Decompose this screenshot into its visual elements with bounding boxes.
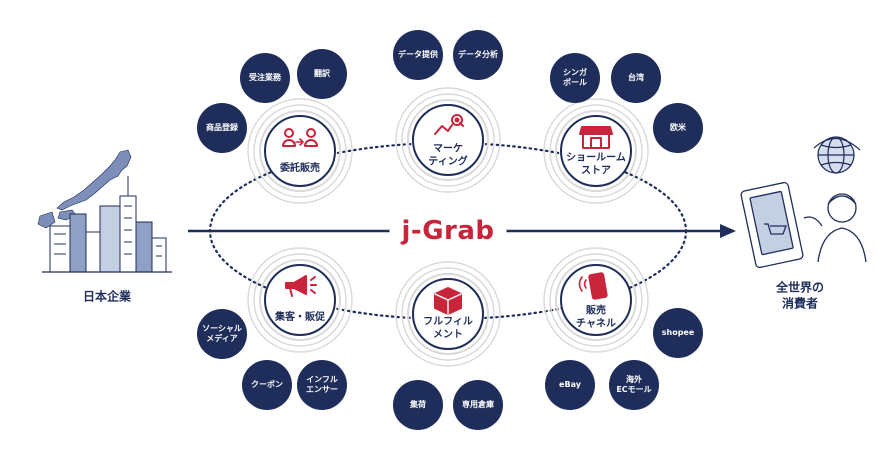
hub-ring xyxy=(407,273,489,355)
hub-ring xyxy=(259,259,341,341)
hub-ring xyxy=(401,267,495,361)
brand-logo: j-Grab xyxy=(389,216,507,246)
hub-circle-marketing xyxy=(412,104,484,176)
hub-ring xyxy=(401,93,495,187)
city-skyline-icon xyxy=(42,176,172,273)
hub-ring xyxy=(543,247,649,353)
hub-ring xyxy=(259,110,341,192)
service-bubble xyxy=(453,30,503,80)
hub-ring xyxy=(549,104,643,198)
hub-circle-sales xyxy=(560,264,632,336)
japan-company-illustration xyxy=(37,149,172,273)
service-bubble xyxy=(297,360,347,410)
service-bubble xyxy=(453,380,503,430)
hub-circle-showroom xyxy=(560,115,632,187)
service-bubble xyxy=(240,53,290,103)
hub-ring xyxy=(395,261,501,367)
hub-ring xyxy=(253,253,347,347)
hub-ring xyxy=(247,98,353,204)
hub-ring xyxy=(395,87,501,193)
person-icon xyxy=(803,193,867,263)
hub-ring xyxy=(543,98,649,204)
hub-ring xyxy=(555,110,637,192)
service-bubble xyxy=(393,380,443,430)
storefront-icon xyxy=(579,126,613,149)
service-bubble xyxy=(297,49,347,99)
global-consumer-illustration xyxy=(740,136,867,269)
hub-ring xyxy=(555,259,637,341)
hub-circle-consign xyxy=(264,115,336,187)
people-transfer-icon xyxy=(282,128,318,147)
service-bubble xyxy=(393,30,443,80)
service-bubble xyxy=(653,308,703,358)
hub-ring xyxy=(407,99,489,181)
service-bubble xyxy=(197,103,247,153)
hub-ring xyxy=(247,247,353,353)
service-bubble xyxy=(545,360,595,410)
hub-circle-attract xyxy=(264,264,336,336)
japan-map-icon xyxy=(37,149,132,229)
megaphone-icon xyxy=(285,275,317,297)
service-bubble xyxy=(611,53,661,103)
service-bubble xyxy=(653,103,703,153)
hub-ring xyxy=(549,253,643,347)
tablet-shopping-icon xyxy=(740,181,804,269)
globe-icon xyxy=(813,136,861,174)
service-bubble xyxy=(242,360,292,410)
service-bubble xyxy=(197,309,247,359)
service-bubble xyxy=(550,53,600,103)
flow-arrow-head xyxy=(720,224,736,238)
package-icon xyxy=(434,287,462,315)
hub-ring xyxy=(253,104,347,198)
analytics-icon xyxy=(434,114,464,135)
service-bubble xyxy=(609,360,659,410)
smartphone-icon xyxy=(578,272,608,300)
